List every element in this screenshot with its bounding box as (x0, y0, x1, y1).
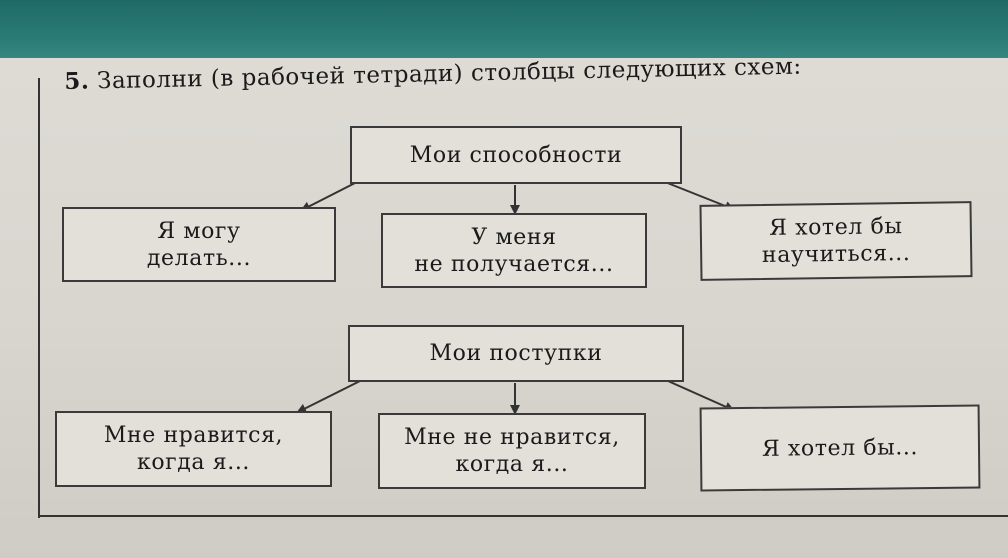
bottom-border-line (38, 515, 1008, 517)
actions-root-box: Мои поступки (348, 325, 684, 382)
dislike-when-box: Мне не нравится, когда я... (378, 413, 646, 489)
can-do-box: Я могу делать... (62, 207, 336, 282)
abilities-root-box: Мои способности (350, 126, 682, 184)
arrow-actions-left (296, 380, 361, 413)
want-to-learn-box: Я хотел бы научиться... (699, 201, 973, 281)
like-when-box: Мне нравится, когда я... (55, 411, 332, 487)
wish-box: Я хотел бы... (699, 404, 981, 492)
cover-edge-background (0, 0, 1008, 64)
left-border-line (38, 78, 40, 518)
arrow-abilities-left (300, 182, 356, 211)
not-working-box: У меня не получается... (381, 213, 647, 288)
arrow-actions-right (667, 380, 735, 412)
